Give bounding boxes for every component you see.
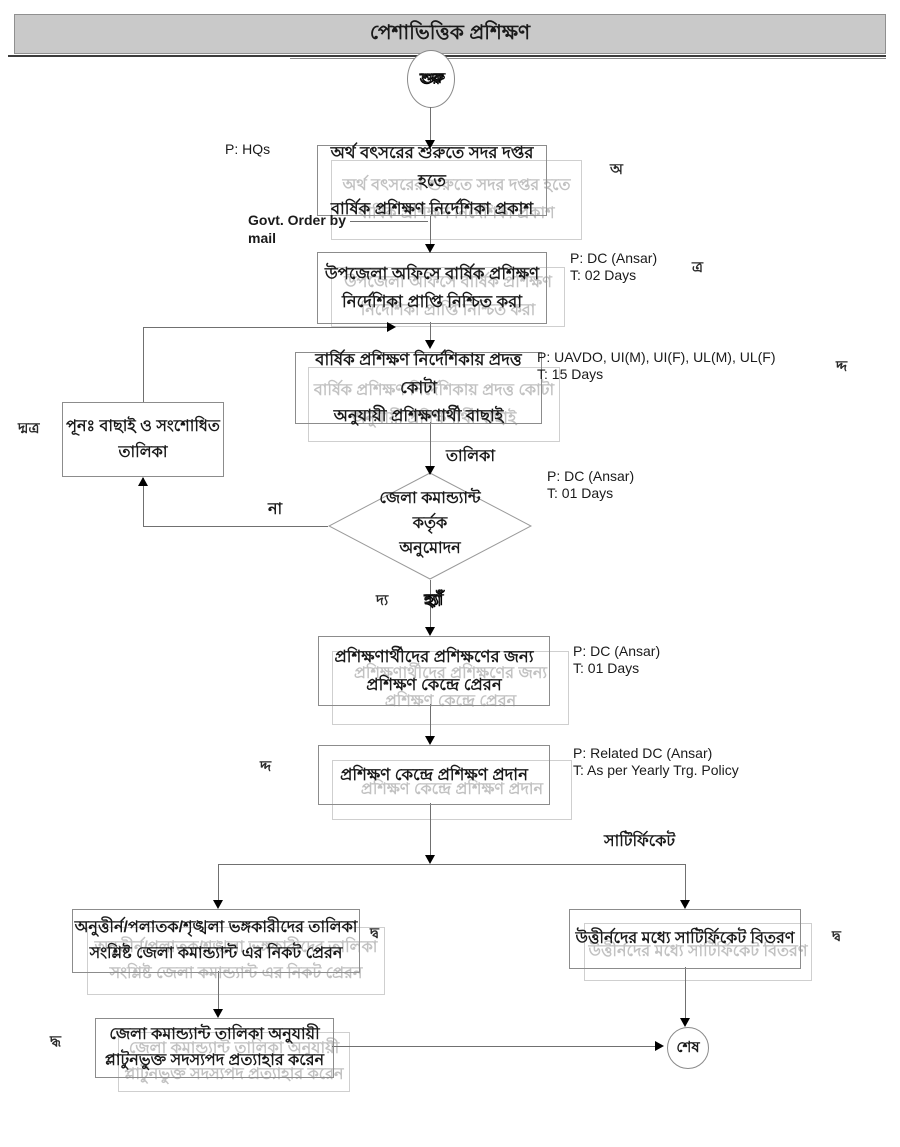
arrowhead-down-icon xyxy=(425,466,435,475)
annotation-b5: P: Related DC (Ansar) T: As per Yearly T… xyxy=(573,745,739,778)
split-right-drop xyxy=(685,864,686,901)
arrowhead-down-icon xyxy=(425,627,435,636)
title-underline xyxy=(8,55,886,57)
end-node-label: শেষ xyxy=(676,1038,700,1056)
connector-b5-split xyxy=(430,803,431,856)
no-path-horizontal xyxy=(143,526,328,527)
process-box-1-ghost: অর্থ বৎসরের শুরুতে সদর দপ্তর হতে বার্ষিক… xyxy=(331,160,582,240)
no-path-vertical xyxy=(143,478,144,526)
page-title-text: পেশাভিত্তিক প্রশিক্ষণ xyxy=(369,21,531,44)
arrowhead-down-icon xyxy=(425,340,435,349)
annotation-hqs: P: HQs xyxy=(225,141,271,157)
process-box-6: অনুত্তীর্ন/পলাতক/শৃঙ্খলা ভঙ্গকারীদের তাল… xyxy=(72,909,360,973)
ghost-glyph: দ্ব xyxy=(370,925,379,942)
arrowhead-down-icon xyxy=(425,140,435,149)
feedback-line-vertical xyxy=(143,327,144,402)
ghost-glyph: ত্র xyxy=(692,259,704,276)
process-box-2-ghost: উপজেলা অফিসে বার্ষিক প্রশিক্ষণ নির্দেশিক… xyxy=(331,267,565,327)
process-box-8-ghost: জেলা কমান্ড্যান্ট তালিকা অনুযায়ী প্লাটু… xyxy=(118,1032,350,1092)
leader-line xyxy=(350,221,428,222)
connector-b1-b2 xyxy=(430,215,431,244)
end-node: শেষ xyxy=(667,1027,709,1069)
connector-b6-b8 xyxy=(218,971,219,1010)
arrowhead-down-icon xyxy=(425,736,435,745)
arrowhead-down-icon xyxy=(213,1009,223,1018)
diamond-shape-icon xyxy=(328,472,532,580)
decision-text: জেলা কমান্ড্যান্ট কর্তৃক অনুমোদন xyxy=(379,490,481,557)
start-node: শুরু xyxy=(407,50,455,108)
process-box-reselect: পূনঃ বাছাই ও সংশোধিত তালিকা xyxy=(62,402,224,477)
arrowhead-down-icon xyxy=(680,900,690,909)
process-box-4: প্রশিক্ষণার্থীদের প্রশিক্ষণের জন্য প্রশি… xyxy=(318,636,550,706)
ghost-glyph: অ xyxy=(610,161,623,178)
page-title: পেশাভিত্তিক প্রশিক্ষণ xyxy=(14,14,886,54)
split-left-drop xyxy=(218,864,219,901)
connector-b7-end xyxy=(685,967,686,1018)
annotation-b4: P: DC (Ansar) T: 01 Days xyxy=(573,643,661,676)
arrowhead-right-icon xyxy=(387,322,396,332)
process-box-1: অর্থ বৎসরের শুরুতে সদর দপ্তর হতে বার্ষিক… xyxy=(317,144,547,218)
ghost-glyph: দ্দ xyxy=(836,358,848,375)
annotation-decision: P: DC (Ansar) T: 01 Days xyxy=(547,468,635,501)
process-box-3-ghost: বার্ষিক প্রশিক্ষণ নির্দেশিকায় প্রদত্ত ক… xyxy=(308,367,560,442)
ghost-glyph: দ্য xyxy=(376,592,389,609)
arrowhead-down-icon xyxy=(425,855,435,864)
ghost-glyph: দ্মত্র xyxy=(18,420,40,437)
process-box-7-ghost: উত্তীর্নদের মধ্যে সাটির্ফিকেট বিতরণ xyxy=(584,923,812,981)
edge-label-certificate: সাটির্ফিকেট xyxy=(604,833,676,850)
edge-label-yes: হ্যাঁ xyxy=(424,592,442,609)
process-box-3: বার্ষিক প্রশিক্ষণ নির্দেশিকায় প্রদত্ত ক… xyxy=(295,351,542,425)
arrowhead-right-icon xyxy=(655,1041,664,1051)
ghost-glyph: দ্ধ xyxy=(50,1033,62,1050)
arrowhead-down-icon xyxy=(425,244,435,253)
annotation-govt-order: Govt. Order by mail xyxy=(248,212,347,246)
title-underline-2 xyxy=(290,58,886,59)
process-box-7: উত্তীর্নদের মধ্যে সাটির্ফিকেট বিতরণ xyxy=(569,909,801,969)
edge-label-no: না xyxy=(268,501,283,518)
connector-b3-decision xyxy=(430,422,431,466)
annotation-b2: P: DC (Ansar) T: 02 Days xyxy=(570,250,658,283)
yes-path-vertical xyxy=(430,580,431,627)
process-box-8: জেলা কমান্ড্যান্ট তালিকা অনুযায়ী প্লাটু… xyxy=(95,1018,334,1078)
ghost-glyph: দ্দ xyxy=(260,758,272,775)
process-box-2: উপজেলা অফিসে বার্ষিক প্রশিক্ষণ নির্দেশিক… xyxy=(317,252,547,324)
arrowhead-down-icon xyxy=(213,900,223,909)
ghost-glyph: দ্ব xyxy=(832,928,841,945)
process-box-5: প্রশিক্ষণ কেন্দ্রে প্রশিক্ষণ প্রদান xyxy=(318,745,550,805)
feedback-line-horizontal xyxy=(143,327,387,328)
start-node-label: শুরু xyxy=(419,69,443,87)
decision-diamond xyxy=(328,472,532,580)
process-box-5-ghost: প্রশিক্ষণ কেন্দ্রে প্রশিক্ষণ প্রদান xyxy=(332,760,572,820)
connector-b8-end xyxy=(332,1046,656,1047)
process-box-6-ghost: অনুত্তীর্ন/পলাতক/শৃঙ্খলা ভঙ্গকারীদের তাল… xyxy=(87,927,385,995)
connector-b2-b3 xyxy=(430,322,431,341)
edge-label-list: তালিকা xyxy=(446,448,495,465)
connector-start-b1 xyxy=(430,107,431,140)
arrowhead-up-icon xyxy=(138,477,148,486)
arrowhead-down-icon xyxy=(680,1018,690,1027)
split-line xyxy=(218,864,685,865)
connector-b4-b5 xyxy=(430,704,431,737)
annotation-b3: P: UAVDO, UI(M), UI(F), UL(M), UL(F) T: … xyxy=(537,349,776,382)
